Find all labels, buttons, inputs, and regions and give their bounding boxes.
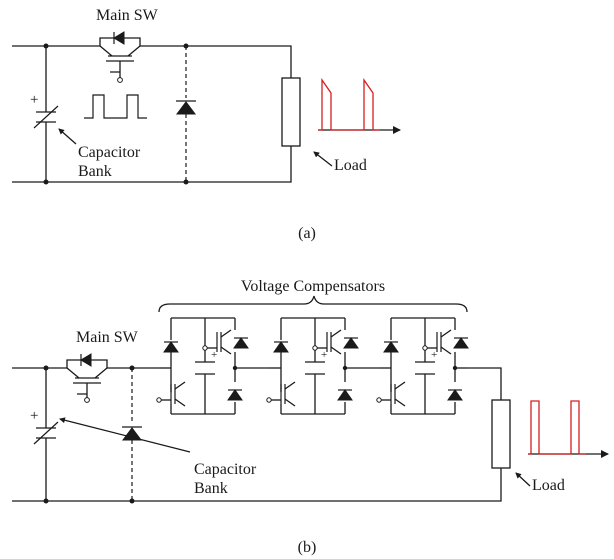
voltage-compensator-stages: + + + — [156, 317, 469, 415]
load-b: Load — [491, 399, 565, 494]
capacitor-label-line1: Capacitor — [194, 461, 257, 478]
main-switch-a: Main SW — [96, 7, 159, 83]
output-wire-b — [467, 367, 502, 400]
caption-a: (a) — [298, 225, 316, 242]
svg-text:+: + — [211, 349, 217, 361]
capacitor-label-line1: Capacitor — [78, 144, 141, 161]
main-switch-b: Main SW — [66, 329, 139, 403]
node-dot — [129, 498, 135, 504]
voltage-compensator-stage: + — [156, 317, 269, 415]
load-a: Load — [281, 77, 367, 174]
gate-pulse-waveform-a — [84, 94, 147, 119]
voltage-compensator-stage: + — [266, 317, 379, 415]
capacitor-bank-a: + — [30, 46, 59, 182]
svg-text:+: + — [431, 349, 437, 361]
caption-b: (b) — [298, 539, 317, 556]
capacitor-pointer-arrow — [58, 128, 77, 145]
output-waveform-a — [318, 77, 401, 134]
freewheel-diode-a — [176, 46, 196, 182]
main-sw-label: Main SW — [76, 329, 139, 346]
diagram-a: + Main SW Load — [12, 7, 401, 242]
top-rail-a — [12, 45, 292, 78]
freewheel-diode-b — [122, 368, 142, 501]
capacitor-plus-sign: + — [30, 92, 38, 108]
diagram-b: + Main SW + + + Voltage Compensators — [12, 278, 609, 556]
capacitor-pointer-arrow — [59, 417, 191, 453]
compensators-brace — [158, 295, 468, 313]
output-waveform-b — [528, 400, 609, 458]
main-sw-label: Main SW — [96, 7, 159, 24]
capacitor-label-line2: Bank — [194, 480, 228, 497]
load-label: Load — [532, 477, 565, 494]
svg-text:+: + — [321, 349, 327, 361]
compensators-label: Voltage Compensators — [241, 278, 385, 295]
capacitor-plus-sign: + — [30, 408, 38, 424]
voltage-compensator-stage: + — [376, 317, 469, 415]
bottom-rail-b — [12, 468, 502, 502]
node-dot — [183, 179, 189, 185]
capacitor-bank-b: + — [30, 368, 59, 501]
capacitor-label-line2: Bank — [78, 163, 112, 180]
load-label: Load — [334, 157, 367, 174]
bottom-rail-a — [12, 146, 292, 183]
